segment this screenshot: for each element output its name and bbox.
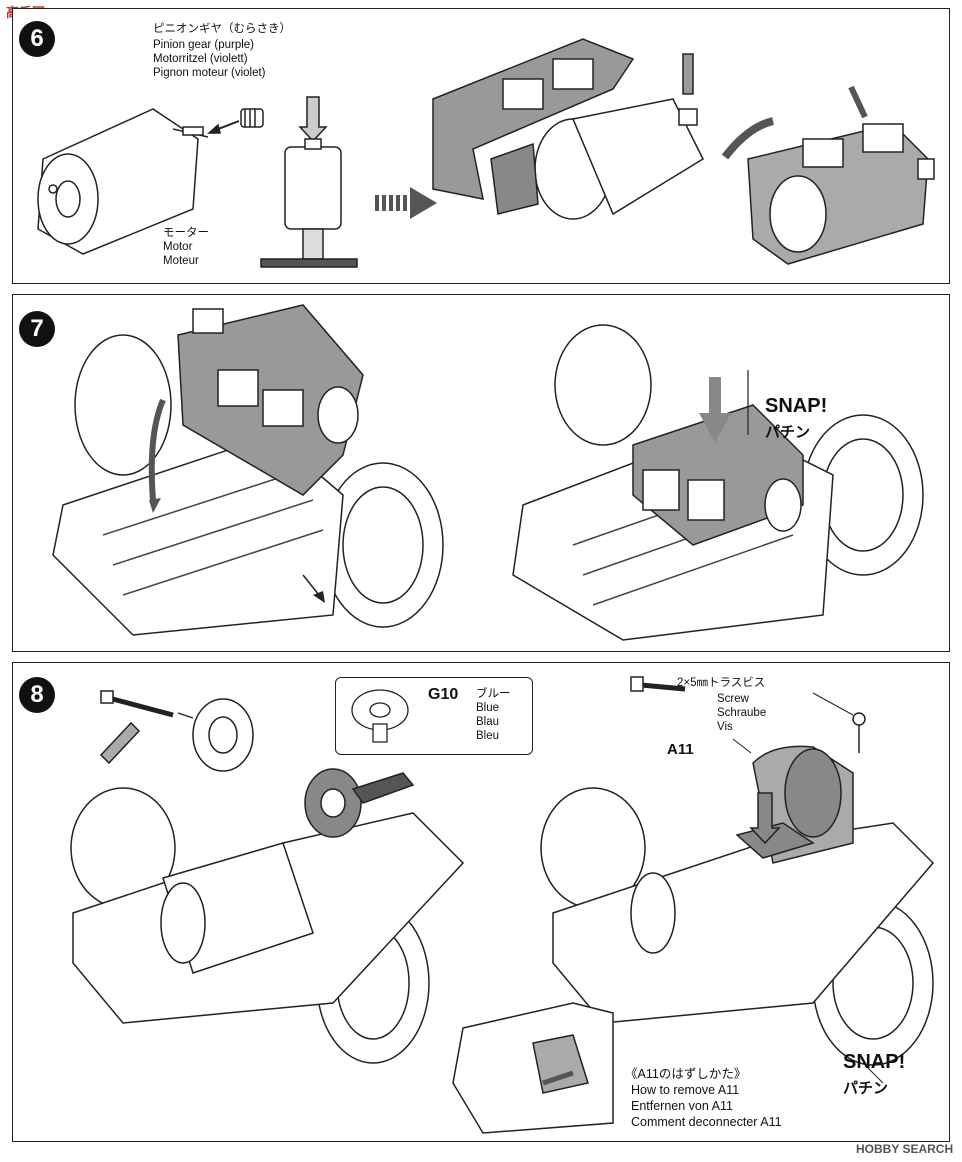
- motor-in-mount-right: [632, 404, 804, 546]
- part-color-fr: Bleu: [476, 730, 500, 742]
- press-diagram: [260, 96, 358, 268]
- chassis-left-step8: [70, 768, 465, 1064]
- step-7-snap-label: SNAP!: [765, 395, 828, 417]
- remove-a11-inset: [452, 1002, 614, 1134]
- press-down-arrow: [699, 377, 731, 443]
- progress-arrow-icon: [375, 187, 437, 219]
- screw-label-jp: 2×5㎜トラスビス: [677, 677, 766, 689]
- step-7-number: 7: [19, 311, 55, 347]
- remove-label-jp: 《A11のはずしかた》: [625, 1067, 747, 1081]
- chassis-left: [52, 334, 444, 636]
- part-code: G10: [428, 686, 459, 703]
- pinion-label-jp: ピニオンギヤ（むらさき）: [153, 23, 291, 35]
- mounted-motor: [747, 85, 935, 265]
- step-7-illustration: [52, 304, 924, 641]
- part-color-en: Blue: [476, 702, 500, 714]
- step-7-snap-jp: パチン: [765, 424, 811, 441]
- remove-label-en: How to remove A11: [631, 1083, 740, 1097]
- chassis-right-step8: [540, 676, 935, 1066]
- pinion-gear-icon: [207, 108, 264, 134]
- step-6-number: 6: [19, 21, 55, 57]
- screw-label-fr: Vis: [717, 721, 733, 733]
- watermark: HOBBY SEARCH: [856, 1142, 954, 1156]
- step-8-snap-jp: パチン: [843, 1080, 889, 1097]
- step-8-snap-label: SNAP!: [843, 1051, 906, 1073]
- part-g10-box: G10 ブルー Blue Blau Bleu: [335, 677, 533, 755]
- pinion-label-en: Pinion gear (purple): [153, 39, 255, 51]
- step-6-panel: 6: [12, 8, 950, 284]
- motor-label-en: Motor: [163, 241, 193, 253]
- pinion-label-fr: Pignon moteur (violet): [153, 67, 266, 79]
- remove-label-fr: Comment deconnecter A11: [631, 1115, 782, 1129]
- step-8-illustration: [70, 676, 935, 1134]
- part-color-de: Blau: [476, 716, 500, 728]
- gear-g10-icon: [351, 689, 409, 743]
- motor-mount-assembly: [432, 38, 704, 220]
- part-a11-label: A11: [667, 741, 694, 758]
- motor-in-mount-left: [177, 304, 364, 496]
- screw-label-en: Screw: [717, 693, 749, 705]
- step-8-panel: 8 G10 ブルー Blue Blau Bleu: [12, 662, 950, 1142]
- step-6-illustration: [37, 38, 935, 268]
- rotate-arrow-left: [148, 398, 166, 501]
- step-7-panel: 7: [12, 294, 950, 652]
- pinion-label-de: Motorritzel (violett): [153, 53, 248, 65]
- motor-label-fr: Moteur: [163, 255, 199, 267]
- part-color-jp: ブルー: [476, 688, 511, 700]
- motor-label-jp: モーター: [163, 227, 209, 239]
- remove-label-de: Entfernen von A11: [631, 1099, 733, 1113]
- motor-illustration: [37, 108, 209, 255]
- shaft-and-gear: [99, 690, 254, 772]
- screw-label-de: Schraube: [717, 707, 767, 719]
- step-8-number: 8: [19, 677, 55, 713]
